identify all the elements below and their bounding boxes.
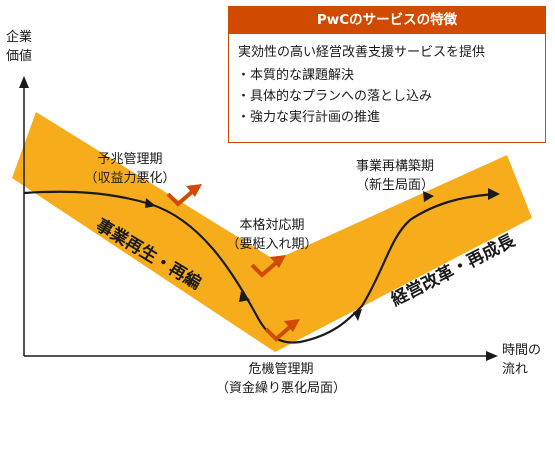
curve-direction-icon: [423, 191, 434, 202]
x-axis-label: 時間の 流れ: [502, 341, 541, 379]
y-axis-arrow-icon: [19, 76, 29, 88]
stage-crisis-subtitle: （資金繰り悪化局面）: [215, 381, 346, 396]
curve-arrow-icon: [488, 188, 500, 200]
intervention-arrow-icon: [264, 324, 293, 342]
intervention-arrowhead-icon: [186, 184, 202, 197]
intervention-arrowhead-icon: [270, 255, 286, 268]
curve-direction-icon: [353, 309, 362, 321]
callout-item: 具体的なプランへの落とし込み: [237, 86, 545, 107]
y-axis-label: 企業 価値: [6, 28, 32, 66]
callout-list: 本質的な課題解決 具体的なプランへの落とし込み 強力な実行計画の推進: [237, 65, 545, 128]
stage-rebuild-label: 事業再構築期 （新生局面）: [340, 157, 450, 195]
stage-warning-subtitle: （収益力悪化）: [84, 171, 176, 186]
x-axis-arrow-icon: [486, 351, 498, 361]
service-callout: PwCのサービスの特徴 実効性の高い経営改善支援サービスを提供 本質的な課題解決…: [228, 6, 546, 143]
v-band: [12, 112, 532, 352]
stage-full-subtitle: （要梃入れ期）: [226, 237, 318, 252]
stage-warning-title: 予兆管理期: [97, 152, 163, 167]
value-curve: [23, 190, 496, 344]
intervention-arrowhead-icon: [284, 319, 300, 332]
x-axis-label-line2: 流れ: [502, 362, 529, 377]
stage-crisis-title: 危機管理期: [248, 362, 314, 377]
stage-crisis-label: 危機管理期 （資金繰り悪化局面）: [196, 360, 366, 398]
intervention-arrow-icon: [250, 260, 279, 278]
x-axis-label-line1: 時間の: [502, 343, 542, 358]
stage-warning-label: 予兆管理期 （収益力悪化）: [78, 150, 182, 188]
stage-full-title: 本格対応期: [239, 218, 305, 233]
y-axis-label-line1: 企業: [6, 30, 33, 45]
curve-direction-icon: [239, 291, 250, 302]
stage-rebuild-title: 事業再構築期: [355, 159, 434, 174]
stage-full-label: 本格対応期 （要梃入れ期）: [222, 216, 322, 254]
callout-item: 本質的な課題解決: [237, 65, 545, 86]
callout-item: 強力な実行計画の推進: [237, 107, 545, 128]
intervention-arrow-icon: [166, 189, 195, 207]
curve-direction-icon: [145, 198, 156, 208]
callout-title: PwCのサービスの特徴: [229, 7, 545, 34]
callout-lead: 実効性の高い経営改善支援サービスを提供: [238, 45, 486, 60]
y-axis-label-line2: 価値: [6, 49, 33, 64]
stage-rebuild-subtitle: （新生局面）: [355, 178, 434, 193]
